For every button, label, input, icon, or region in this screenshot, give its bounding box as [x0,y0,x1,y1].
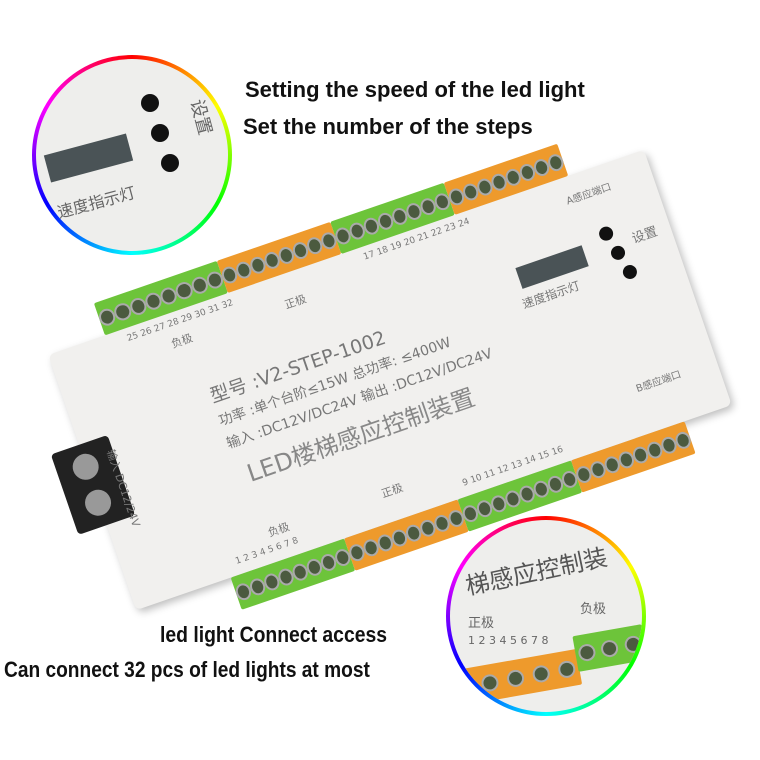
zoomed-speed-display [43,133,134,183]
zoomed-button-3 [161,154,179,172]
terminal-block-1-8-positive [344,499,469,571]
zoomed-channel-numbers: 1 2 3 4 5 6 7 8 [468,634,549,647]
zoomed-button-1 [141,94,159,112]
positive-label-bottom: 正极 [379,481,405,501]
terminal-block-9-16-positive [571,421,696,493]
caption-max: Can connect 32 pcs of led lights at most [4,657,370,682]
zoom-circle-terminals: 梯感应控制装 正极 负极 1 2 3 4 5 6 7 8 [446,516,646,716]
zoomed-speed-label: 速度指示灯 [55,182,138,222]
negative-label-bottom: 负极 [266,520,292,540]
caption-speed: Setting the speed of the led light [245,77,585,102]
setting-button-3[interactable] [621,263,639,281]
terminal-block-25-32-positive [216,221,342,294]
zoomed-product-name: 梯感应控制装 [463,543,610,601]
zoomed-button-2 [151,124,169,142]
setting-label: 设置 [630,224,660,247]
caption-connect: led light Connect access [160,622,388,647]
zoomed-terminal-orange [450,648,583,708]
zoom-circle-settings: 速度指示灯 设置 [32,55,232,255]
sensor-a-label: A感应端口 [564,181,613,208]
zoomed-negative-label: 负极 [580,602,607,617]
terminal-block-1-8-negative [230,538,356,610]
setting-button-1[interactable] [597,224,616,243]
zoomed-positive-label: 正极 [468,616,495,631]
caption-steps: Set the number of the steps [243,114,533,139]
positive-label-top: 正极 [282,292,308,312]
zoomed-setting-label: 设置 [185,97,216,138]
zoomed-terminal-green [572,624,642,672]
negative-label-top: 负极 [169,331,195,351]
sensor-b-label: B感应端口 [634,369,683,395]
setting-button-2[interactable] [609,243,627,262]
terminal-block-17-24-positive [443,143,569,215]
